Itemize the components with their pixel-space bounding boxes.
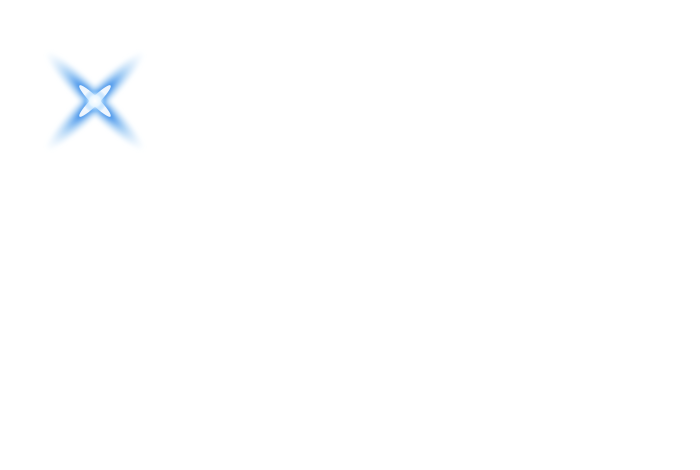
sparkle-icon	[44, 50, 146, 152]
sparkle-core	[83, 89, 107, 113]
